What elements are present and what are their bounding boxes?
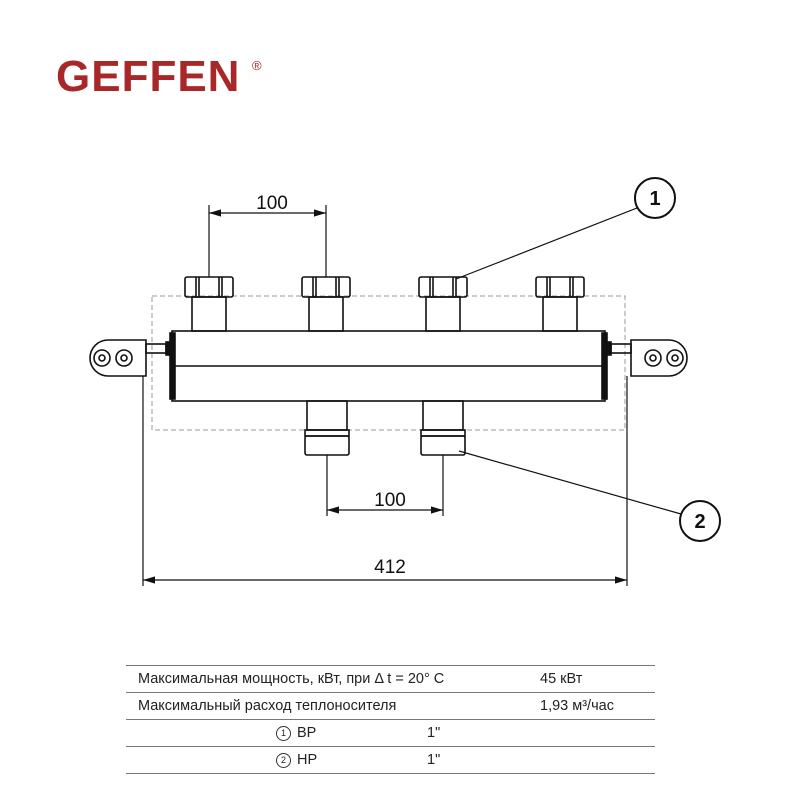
right-bracket	[606, 339, 688, 377]
left-bracket	[89, 339, 171, 377]
connection-number-icon: 1	[276, 725, 291, 741]
spec-label: Максимальный расход теплоносителя	[126, 692, 528, 720]
leader-2	[458, 450, 682, 515]
outline-dashed	[151, 295, 626, 431]
spec-value: 1,93 м³/час	[528, 692, 655, 720]
spec-value: 45 кВт	[528, 665, 655, 693]
callout-1-circle	[634, 177, 676, 219]
table-row: 2 НР 1"	[126, 746, 655, 774]
callout-2-circle	[679, 500, 721, 542]
connection-number-icon: 2	[276, 752, 291, 768]
table-row: Максимальная мощность, кВт, при Δ t = 20…	[126, 665, 655, 693]
table-row: 1 ВР 1"	[126, 719, 655, 747]
connection-size: 1"	[427, 752, 441, 768]
dim-total-label: 412	[374, 557, 406, 578]
geffen-logo: GEFFEN	[56, 52, 241, 101]
bottom-fittings	[304, 400, 466, 456]
dim-bottom-label: 100	[374, 490, 406, 511]
registered-mark: ®	[252, 58, 262, 73]
callout-2-label: 2	[694, 511, 705, 533]
connection-size: 1"	[427, 725, 441, 741]
connection-type: ВР	[297, 725, 317, 741]
connection-type: НР	[297, 752, 318, 768]
table-row: Максимальный расход теплоносителя 1,93 м…	[126, 692, 655, 720]
leader-1	[455, 207, 638, 280]
dim-top-label: 100	[256, 193, 288, 214]
manifold-drawing: 100 100 412 1 2	[89, 177, 721, 586]
top-fittings	[184, 276, 585, 332]
spec-label: Максимальная мощность, кВт, при Δ t = 20…	[126, 665, 528, 693]
spec-table: Максимальная мощность, кВт, при Δ t = 20…	[126, 665, 655, 774]
callout-1-label: 1	[649, 188, 660, 210]
